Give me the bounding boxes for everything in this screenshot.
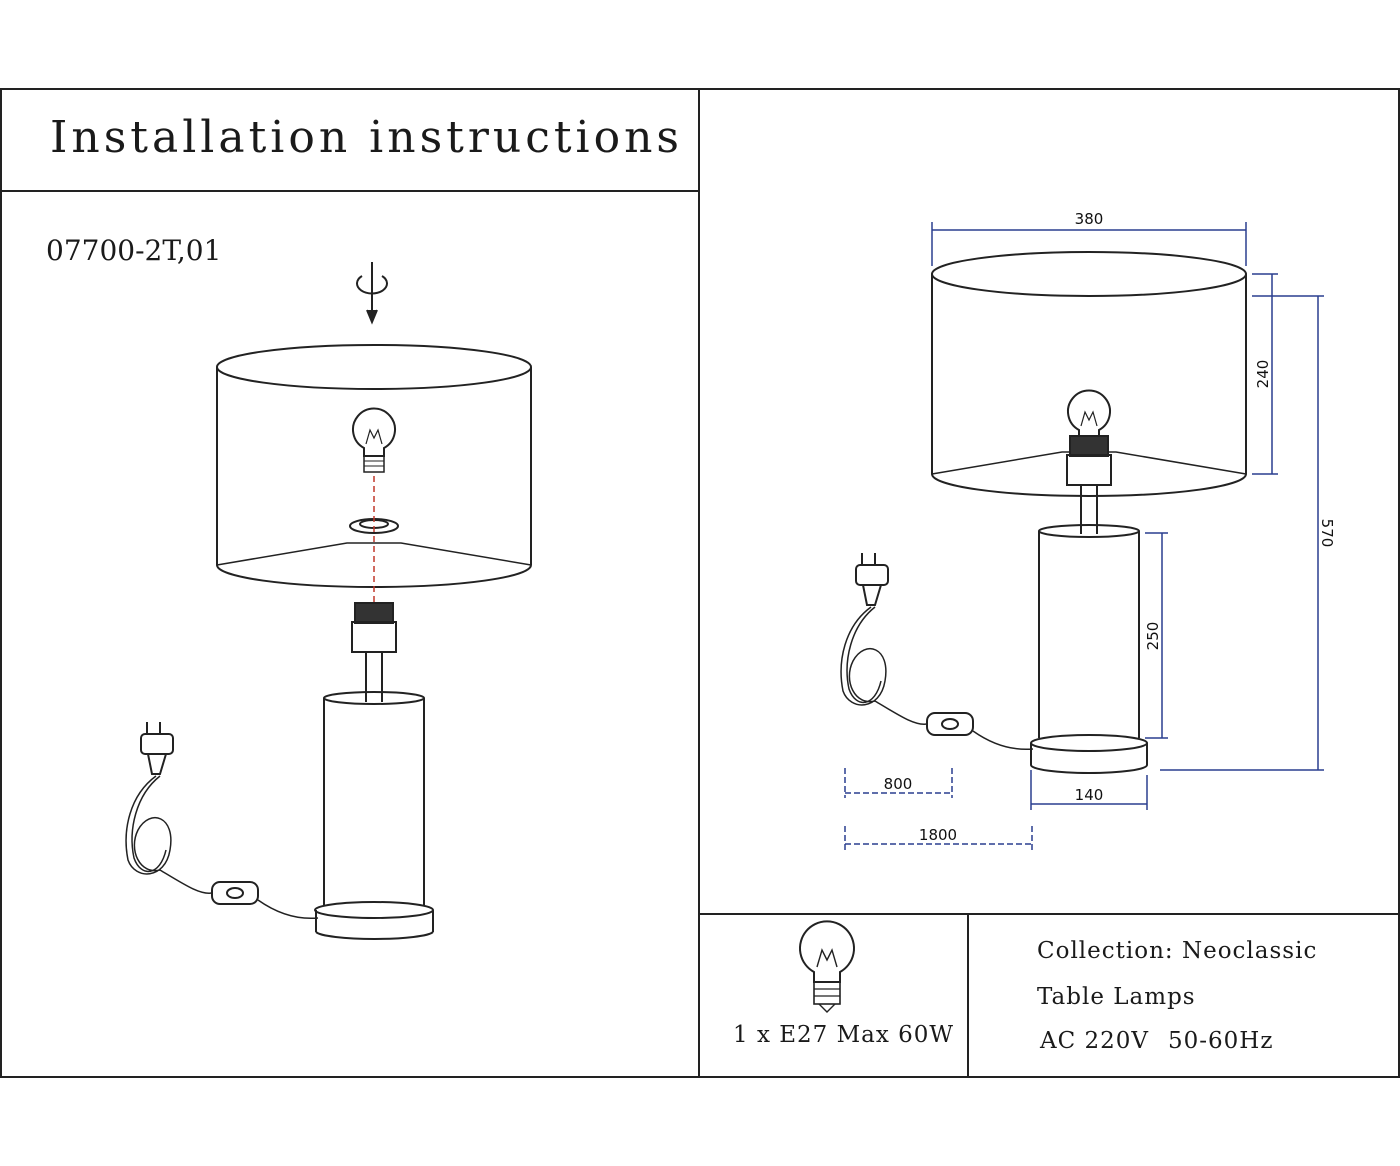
model-number: 07700-2T,01: [46, 234, 222, 267]
collection-name: Collection: Neoclassic: [1037, 938, 1318, 964]
vertical-divider: [698, 88, 700, 1078]
switch-icon-right: [926, 712, 974, 736]
rotate-arrow-icon: [356, 262, 388, 325]
power-cord-right: [840, 606, 1034, 751]
dim-label-switch-cord: 800: [884, 775, 913, 793]
dim-label-total-cord: 1800: [919, 826, 957, 844]
plug-icon: [140, 722, 174, 775]
spec-divider: [700, 913, 1400, 915]
bulb-icon: [352, 407, 396, 473]
dim-shade-width: [931, 222, 1247, 266]
dim-shade-height: [1252, 273, 1278, 475]
dim-label-shade-height: 240: [1254, 360, 1272, 389]
spec-cell-divider: [967, 913, 969, 1078]
dim-total-height: [1160, 295, 1324, 771]
frequency: 50-60Hz: [1168, 1028, 1274, 1054]
dim-switch-cord: [844, 768, 953, 798]
sheet-border: [0, 88, 1400, 1078]
bulb-assembled: [1066, 389, 1112, 534]
dim-label-base-height: 250: [1144, 622, 1162, 651]
dim-label-shade-width: 380: [1075, 210, 1104, 228]
lamp-base-exploded: [314, 691, 434, 940]
product-type: Table Lamps: [1037, 984, 1196, 1010]
dim-label-total-height: 570: [1318, 519, 1336, 548]
bulb-spec: 1 x E27 Max 60W: [733, 1022, 955, 1048]
power-cord: [125, 775, 319, 920]
bulb-spec-icon: [799, 920, 855, 1013]
dim-total-cord: [844, 826, 1033, 850]
dim-label-base-diameter: 140: [1075, 786, 1104, 804]
switch-icon: [211, 881, 259, 905]
lampshade-assembled: [931, 251, 1247, 497]
page-title: Installation instructions: [50, 112, 684, 163]
lamp-holder: [351, 602, 397, 702]
title-divider: [0, 190, 700, 192]
dim-base-height: [1145, 532, 1168, 739]
dim-base-diameter: [1030, 770, 1148, 810]
plug-icon-right: [855, 553, 889, 606]
lamp-base-assembled: [1030, 524, 1148, 774]
voltage: AC 220V: [1040, 1028, 1150, 1054]
